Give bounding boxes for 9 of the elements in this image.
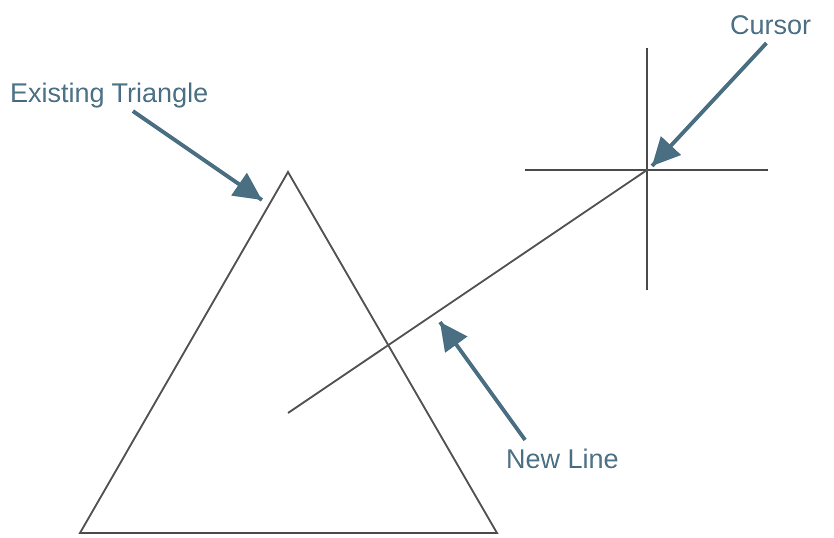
callout-label: New Line <box>506 444 619 476</box>
callout-label: Cursor <box>730 10 812 42</box>
leader-line <box>438 320 527 442</box>
callout-label: Existing Triangle <box>10 78 208 110</box>
cursor-crosshair <box>524 47 769 291</box>
triangle-shape <box>78 170 499 534</box>
line-segment <box>287 169 648 414</box>
leader-line <box>650 42 768 168</box>
leader-line <box>132 109 264 202</box>
